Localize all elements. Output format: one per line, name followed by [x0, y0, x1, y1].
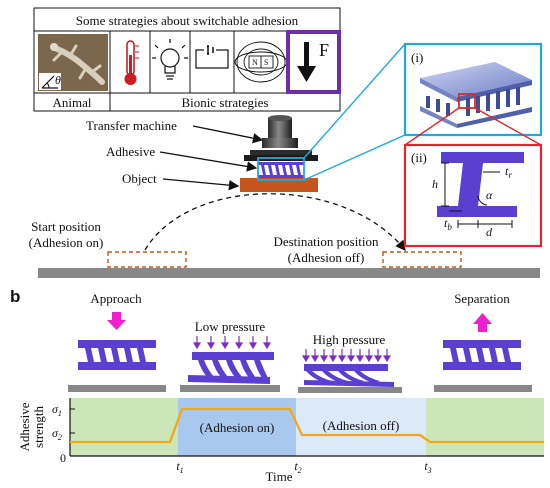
label-object: Object: [122, 171, 157, 186]
battery-icon: [195, 45, 229, 69]
sigma1-tick-label: σ1: [52, 402, 62, 418]
stage-high-pressure-structure: [298, 349, 402, 393]
label-adhesive: Adhesive: [106, 144, 155, 159]
stage-approach-structure: [68, 312, 166, 392]
stage-low-pressure-structure: [180, 336, 280, 392]
label-dest-line1: Destination position: [273, 234, 379, 249]
start-position-box: [107, 251, 187, 268]
strength-plot: (Adhesion on) (Adhesion off) σ1 σ2 0 t1 …: [17, 398, 544, 484]
region-approach-bg: [70, 398, 178, 456]
t3-tick-label: t3: [424, 459, 431, 475]
zoom-line-top: [303, 43, 406, 159]
light-bulb-icon: [152, 39, 188, 80]
y-axis-label-line2: strength: [31, 406, 46, 448]
region-adhesion-on-bg: [178, 398, 296, 456]
x-axis-label: Time: [266, 469, 293, 484]
force-box: [286, 30, 341, 94]
stage-approach-label: Approach: [90, 291, 142, 306]
region-adhesion-off-label: (Adhesion off): [323, 418, 400, 433]
arrow-adhesive: [159, 151, 258, 172]
theta-symbol: θ: [55, 73, 61, 87]
adhesive-mini: [258, 162, 304, 178]
red-zoom-line-left: [404, 107, 460, 146]
origin-label: 0: [60, 451, 66, 465]
region-separation-bg: [426, 398, 544, 456]
label-dest-line2: (Adhesion off): [288, 250, 365, 265]
approach-down-arrow-icon: [107, 312, 126, 330]
dim-tr-label: tr: [505, 164, 512, 180]
dim-d-label: d: [486, 225, 493, 239]
label-start-line1: Start position: [31, 219, 101, 234]
table-animal-label: Animal: [53, 95, 92, 110]
inset-i: (i): [403, 42, 543, 137]
zoom-line-bottom: [303, 134, 406, 181]
magnet-s-label: S: [264, 58, 268, 67]
high-pressure-arrows-icon: [301, 349, 392, 363]
inset-i-label: (i): [411, 50, 423, 65]
stage-separation-structure: [434, 313, 532, 392]
force-arrow-icon: [297, 42, 316, 82]
sigma2-tick-label: σ2: [52, 426, 62, 442]
stage-low-pressure-label: Low pressure: [195, 319, 266, 334]
low-pressure-arrows-icon: [192, 336, 272, 350]
trajectory-arc: [144, 193, 406, 252]
destination-position-box: [382, 251, 462, 268]
strategies-table: Some strategies about switchable adhesio…: [33, 7, 341, 112]
inset-ii-label: (ii): [411, 150, 427, 165]
stage-high-pressure-label: High pressure: [313, 332, 386, 347]
dim-alpha-label: α: [486, 188, 493, 202]
region-adhesion-off-bg: [296, 398, 426, 456]
stage-separation-label: Separation: [454, 291, 510, 306]
unit-top-plate: [441, 152, 524, 163]
label-transfer-machine: Transfer machine: [86, 118, 177, 133]
region-adhesion-on-label: (Adhesion on): [200, 420, 275, 435]
t2-tick-label: t2: [294, 459, 301, 475]
unit-bottom-plate: [437, 206, 517, 217]
gecko-photo: θ: [38, 34, 108, 91]
dim-h-label: h: [432, 177, 438, 191]
object-block: [240, 178, 318, 192]
force-label: F: [319, 40, 329, 60]
arrow-transfer-machine: [192, 125, 264, 144]
inset-ii: (ii) h α tr tb d: [403, 143, 543, 248]
dim-tb-label: tb: [444, 216, 452, 232]
label-start-line2: (Adhesion on): [29, 235, 104, 250]
ground-bar: [38, 268, 540, 278]
panel-b-letter: b: [10, 287, 20, 306]
red-zoom-line-right: [474, 107, 542, 146]
magnet-n-label: N: [252, 58, 258, 67]
arrow-object: [162, 178, 240, 191]
unit-pillar: [458, 163, 483, 206]
thermometer-icon: [124, 40, 139, 85]
table-bionic-label: Bionic strategies: [181, 95, 268, 110]
zoom-box-ii: [458, 93, 476, 109]
separation-up-arrow-icon: [473, 313, 492, 332]
strength-curve: [70, 407, 544, 444]
y-axis-label-line1: Adhesive: [17, 402, 32, 451]
t1-tick-label: t1: [176, 459, 183, 475]
zoom-box-i: [257, 157, 305, 181]
table-title: Some strategies about switchable adhesio…: [76, 13, 299, 28]
